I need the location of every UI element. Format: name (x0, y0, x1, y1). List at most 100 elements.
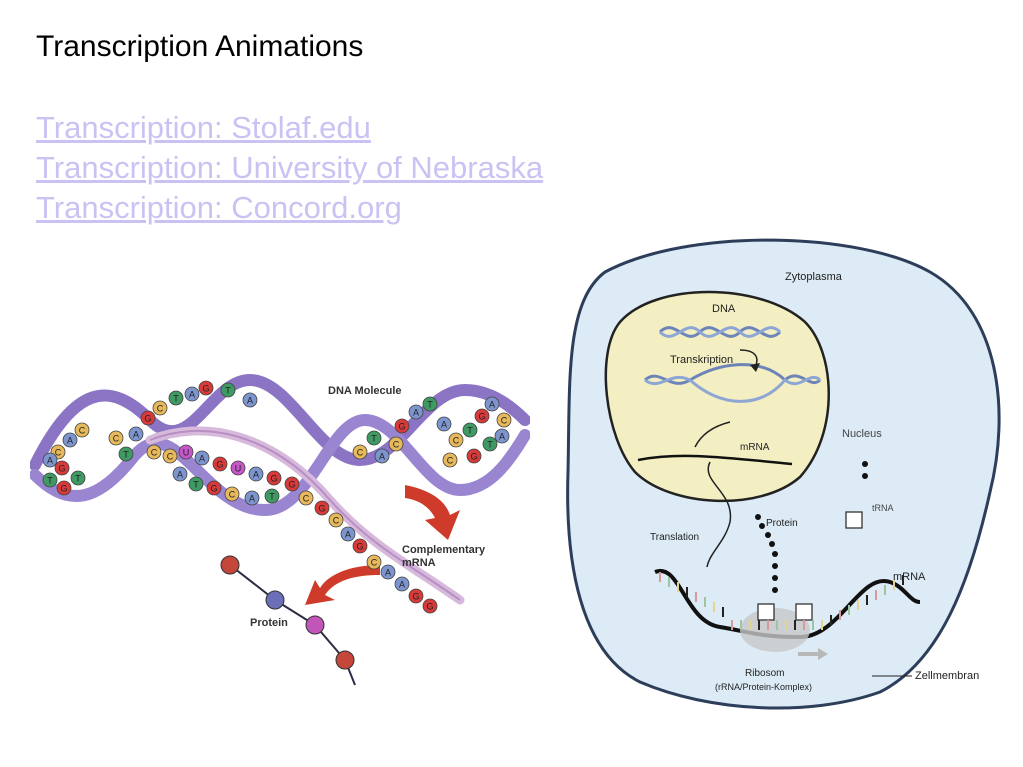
nucleotide-base (146, 444, 162, 460)
complementary-mrna-label-2: mRNA (402, 557, 436, 569)
nucleotide-letter: C (333, 516, 340, 526)
protein-bead (220, 555, 240, 575)
nucleotide-base (422, 396, 438, 412)
growing-protein-chain (755, 461, 868, 593)
nucleotide-base (42, 472, 58, 488)
nucleotide-letter: C (167, 452, 174, 462)
nucleotide-letter: G (202, 384, 209, 394)
nucleotide-base (42, 452, 58, 468)
nucleotide-letter: G (270, 474, 277, 484)
nucleotide-letter: T (487, 440, 493, 450)
nucleotide-base (374, 448, 390, 464)
dna-molecule-label: DNA Molecule (328, 385, 402, 397)
nucleotide-base (128, 426, 144, 442)
nucleotide-base (340, 526, 356, 542)
nucleotide-letter: T (269, 492, 275, 502)
nucleotide-base (184, 386, 200, 402)
nucleotide-base (462, 422, 478, 438)
nucleotide-letter: T (193, 480, 199, 490)
nucleotide-letter: A (189, 390, 195, 400)
nucleotide-letter: T (467, 426, 473, 436)
nucleotide-base (408, 588, 424, 604)
nucleotide-letter: A (379, 452, 385, 462)
nucleotide-letter: T (75, 474, 81, 484)
nucleotide-base (352, 444, 368, 460)
nucleotide-letter: U (235, 464, 242, 474)
nucleotide-base (188, 476, 204, 492)
nucleus-dna-helix-b (658, 326, 782, 338)
nucleotide-letter: A (399, 580, 405, 590)
amino-acid (862, 461, 868, 467)
nucleus-dna-bubble-b (644, 375, 822, 403)
nucleotide-letter: C (501, 416, 508, 426)
nucleotide-base (224, 486, 240, 502)
protein-bead (335, 650, 355, 670)
complementary-mrna-label-1: Complementary (402, 544, 486, 556)
nucleotide-base (284, 476, 300, 492)
nucleotide-base (388, 436, 404, 452)
nucleotide-base (178, 444, 194, 460)
link-stolaf[interactable]: Transcription: Stolaf.edu (36, 110, 371, 145)
cytoplasm-mrna-label: mRNA (893, 571, 926, 583)
amino-acid (765, 532, 771, 538)
nucleotide-letter: C (357, 448, 364, 458)
mrna-ribbon-edge (149, 429, 461, 601)
ribosome-direction-arrow-icon (798, 648, 828, 660)
protein-bead (265, 590, 285, 610)
nucleus-mrna-label: mRNA (740, 442, 770, 453)
link-university-of-nebraska[interactable]: Transcription: University of Nebraska (36, 150, 544, 185)
protein-beads (220, 555, 355, 670)
nucleotide-base (70, 470, 86, 486)
nucleotide-letter: A (133, 430, 139, 440)
cytoplasm-protein-label: Protein (766, 518, 798, 529)
nucleotide-letter: T (225, 386, 231, 396)
nucleotide-base (328, 512, 344, 528)
nucleotide-letter: G (356, 542, 363, 552)
nucleotide-letter: G (60, 484, 67, 494)
nucleotide-letter: T (123, 450, 129, 460)
nucleotide-letter: C (55, 448, 62, 458)
nucleotide-base (152, 400, 168, 416)
nucleotide-letter: G (412, 592, 419, 602)
nucleotide-letter: C (113, 434, 120, 444)
amino-acid (755, 514, 761, 520)
nucleotide-letter: G (478, 412, 485, 422)
nucleotide-base (108, 430, 124, 446)
amino-acid (769, 541, 775, 547)
nucleotide-letter: G (58, 464, 65, 474)
trna-label: tRNA (872, 503, 894, 513)
amino-acid (772, 575, 778, 581)
nucleotide-letter: C (393, 440, 400, 450)
ribosome-sublabel: (rRNA/Protein-Komplex) (715, 682, 812, 692)
amino-acid (772, 587, 778, 593)
nucleotide-base (54, 460, 70, 476)
nucleotide-base (118, 446, 134, 462)
nucleotide-base (494, 428, 510, 444)
nucleotide-base (74, 422, 90, 438)
nucleotide-letter: T (173, 394, 179, 404)
nucleotide-letter: A (385, 568, 391, 578)
dna-strand-top (30, 373, 530, 471)
nucleotide-base (314, 500, 330, 516)
nucleus-dna-label: DNA (712, 303, 736, 315)
nucleotide-letter: A (441, 420, 447, 430)
nucleotide-base (230, 460, 246, 476)
nucleotide-letter: C (229, 490, 236, 500)
nucleotide-base (172, 466, 188, 482)
nucleotide-base (366, 554, 382, 570)
nucleotide-letter: U (183, 448, 190, 458)
link-concord[interactable]: Transcription: Concord.org (36, 190, 402, 225)
arrow-to-protein-icon (305, 565, 380, 605)
nucleotide-letter: T (371, 434, 377, 444)
nucleotide-base (422, 598, 438, 614)
nucleotide-letter: G (426, 602, 433, 612)
nucleotide-letter: T (47, 476, 53, 486)
nucleotide-base (484, 396, 500, 412)
nucleotide-letter: C (447, 456, 454, 466)
nucleotide-letter: C (79, 426, 86, 436)
nucleotide-letter: A (249, 494, 255, 504)
nucleotide-base (168, 390, 184, 406)
nucleotide-base (394, 576, 410, 592)
nucleotide-letter: A (489, 400, 495, 410)
